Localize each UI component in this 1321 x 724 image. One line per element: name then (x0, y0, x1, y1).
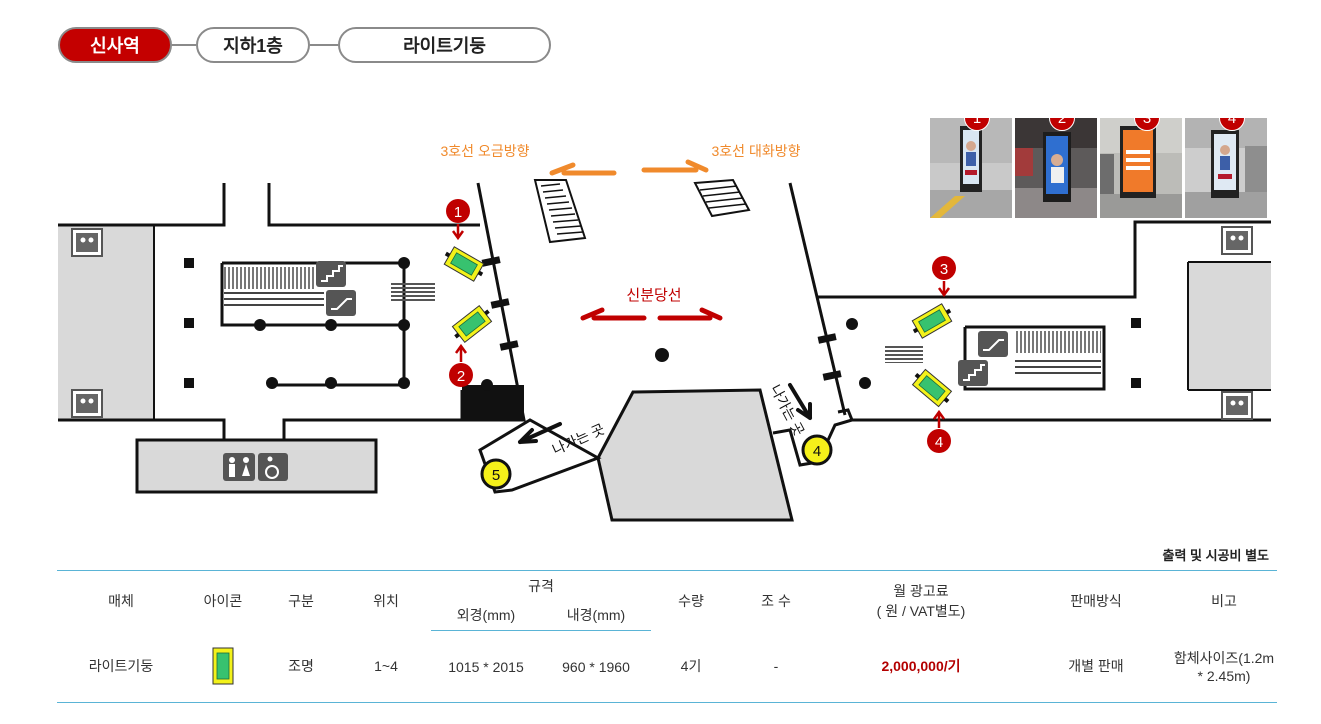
arrow-left-red (580, 307, 647, 321)
exit-badge (480, 458, 512, 490)
breadcrumb-floor[interactable]: 지하1층 (196, 27, 310, 63)
header-sides: 조 수 (731, 570, 821, 631)
cell-fee: 2,000,000/기 (821, 630, 1021, 703)
marker-number: 4 (935, 434, 943, 451)
header-spec: 규격 (431, 570, 651, 601)
header-fee-line1: 월 광고료 (893, 582, 949, 599)
cell-location: 1~4 (341, 630, 431, 703)
exit-number: 4 (813, 443, 821, 460)
header-sale: 판매방식 (1021, 570, 1171, 631)
lightbox-markers: 1 2 3 4 (440, 199, 956, 453)
lightbox-icon (448, 302, 496, 346)
location-photo-4[interactable]: 4 (1185, 118, 1267, 218)
breadcrumb-station-label: 신사역 (90, 36, 140, 56)
lightbox-icon (908, 301, 956, 341)
location-marker-2[interactable]: 2 (449, 343, 473, 387)
photo-image (1015, 118, 1097, 218)
header-inner: 내경(mm) (541, 600, 651, 631)
header-qty: 수량 (651, 570, 731, 631)
exit-number: 5 (492, 467, 500, 484)
location-photo-3[interactable]: 3 (1100, 118, 1182, 218)
cell-remark: 함체사이즈(1.2m * 2.45m) (1171, 630, 1277, 703)
left-concourse (58, 183, 480, 494)
arrow-right-red (657, 307, 723, 321)
restroom-icon (223, 453, 255, 481)
exit-badge (801, 434, 833, 466)
elevator-icon (71, 389, 103, 418)
marker-number: 1 (454, 204, 462, 221)
cell-media: 라이트기둥 (57, 630, 185, 703)
direction-right-label: 3호선 대화방향 (712, 143, 801, 159)
elevator-icon (71, 228, 103, 257)
header-outer: 외경(mm) (431, 600, 541, 631)
photo-image (1185, 118, 1267, 218)
table-row: 라이트기둥 조명 1~4 1015 * 2015 960 * 1960 4기 -… (57, 630, 1277, 703)
direction-left-label: 3호선 오금방향 (441, 143, 530, 159)
line-label: 신분당선 (626, 287, 681, 304)
floor-map: 3호선 오금방향 3호선 대화방향 신분당선 나가는 곳 나가는 곳 5 4 1… (58, 143, 1271, 522)
platform-area (460, 178, 855, 522)
lightbox-icon (440, 244, 488, 284)
cell-sale: 개별 판매 (1021, 630, 1171, 703)
right-concourse (818, 220, 1271, 422)
arrow-right-orange (641, 159, 709, 173)
breadcrumb-connector (172, 44, 196, 46)
location-marker-1[interactable]: 1 (446, 199, 470, 241)
header-fee: 월 광고료 ( 원 / VAT별도) (821, 570, 1021, 631)
stairs-icon (316, 261, 346, 287)
breadcrumb-floor-label: 지하1층 (223, 36, 283, 56)
lightbox-icon (212, 647, 234, 685)
header-type: 구분 (261, 570, 341, 631)
cell-outer: 1015 * 2015 (431, 630, 541, 703)
escalator-icon (978, 331, 1008, 357)
cell-icon (185, 630, 261, 703)
location-photo-1[interactable]: 1 (930, 118, 1012, 218)
marker-number: 2 (457, 368, 465, 385)
header-location: 위치 (341, 570, 431, 631)
header-icon: 아이콘 (185, 570, 261, 631)
breadcrumb-media[interactable]: 라이트기둥 (338, 27, 551, 63)
location-marker-4[interactable]: 4 (927, 409, 951, 453)
elevator-icon (1221, 226, 1253, 255)
breadcrumb-station[interactable]: 신사역 (58, 27, 172, 63)
marker-number: 3 (940, 261, 948, 278)
cell-type: 조명 (261, 630, 341, 703)
cell-inner: 960 * 1960 (541, 630, 651, 703)
cell-sides: - (731, 630, 821, 703)
arrow-left-orange (549, 162, 617, 176)
cell-qty: 4기 (651, 630, 731, 703)
cost-note: 출력 및 시공비 별도 (1162, 548, 1269, 563)
breadcrumb-media-label: 라이트기둥 (403, 36, 486, 56)
photo-image (930, 118, 1012, 218)
spec-table: 매체 아이콘 구분 위치 규격 수량 조 수 월 광고료 ( 원 / VAT별도… (57, 570, 1277, 703)
direction-indicators: 3호선 오금방향 3호선 대화방향 신분당선 (441, 143, 801, 321)
header-remark: 비고 (1171, 570, 1277, 631)
location-photo-2[interactable]: 2 (1015, 118, 1097, 218)
stairs-icon (958, 360, 988, 386)
elevator-icon (1221, 391, 1253, 420)
header-media: 매체 (57, 570, 185, 631)
escalator-icon (326, 290, 356, 316)
location-photos: 1 2 3 4 (930, 118, 1267, 218)
breadcrumb-connector (310, 44, 338, 46)
header-fee-line2: ( 원 / VAT별도) (876, 602, 966, 619)
photo-image (1100, 118, 1182, 218)
lightbox-icon (908, 366, 956, 410)
location-marker-3[interactable]: 3 (932, 256, 956, 298)
